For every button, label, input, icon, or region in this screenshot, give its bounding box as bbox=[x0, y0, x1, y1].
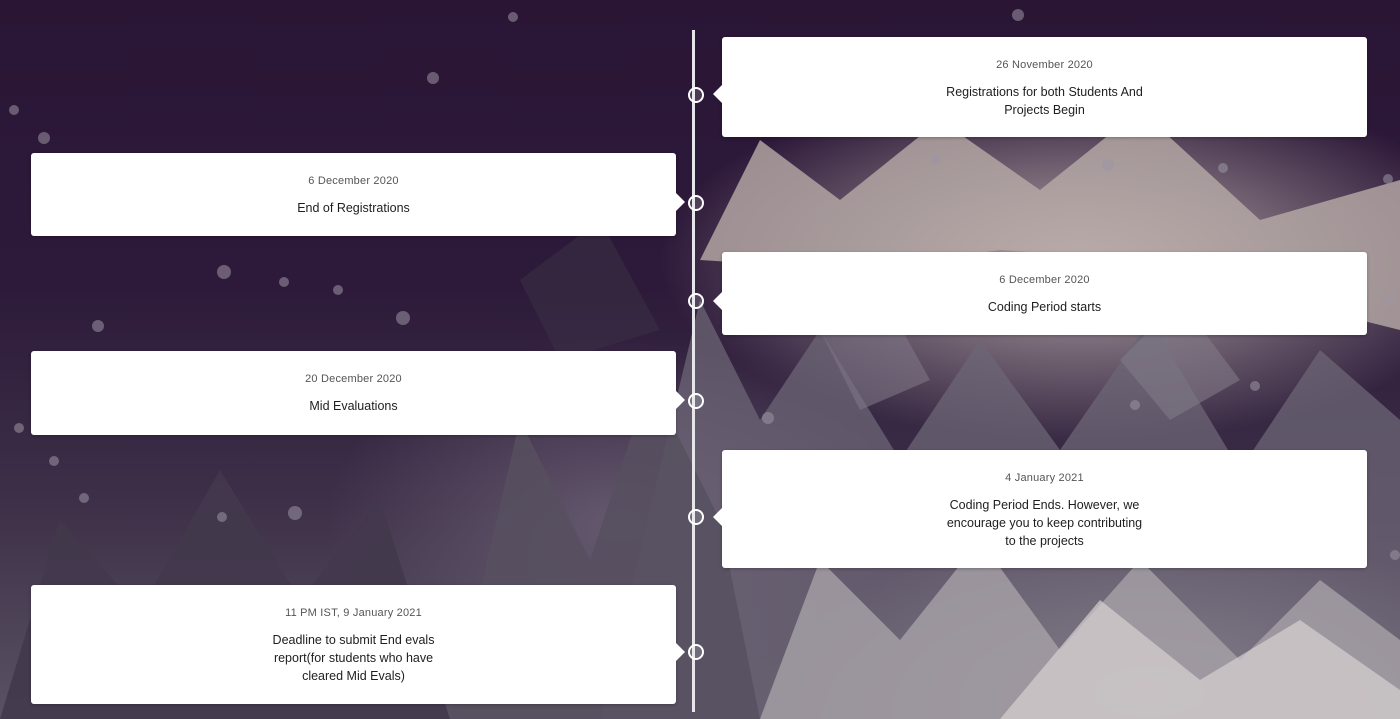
event-date: 11 PM IST, 9 January 2021 bbox=[285, 607, 422, 619]
timeline-event-card: 26 November 2020 Registrations for both … bbox=[713, 37, 1367, 137]
event-description: Mid Evaluations bbox=[309, 399, 398, 413]
timeline-node bbox=[688, 293, 704, 309]
timeline-event-card: 6 December 2020 End of Registrations bbox=[31, 153, 685, 236]
event-description: Coding Period starts bbox=[987, 300, 1102, 314]
event-description: Registrations for both Students And Proj… bbox=[946, 85, 1143, 117]
timeline-event-card: 6 December 2020 Coding Period starts bbox=[713, 252, 1367, 335]
event-date: 4 January 2021 bbox=[1005, 472, 1084, 484]
timeline-node bbox=[688, 644, 704, 660]
event-description: End of Registrations bbox=[297, 201, 410, 215]
timeline-line bbox=[692, 30, 695, 712]
timeline-event-card: 20 December 2020 Mid Evaluations bbox=[31, 351, 685, 435]
timeline-node bbox=[688, 87, 704, 103]
event-date: 20 December 2020 bbox=[305, 373, 402, 385]
timeline-node bbox=[688, 509, 704, 525]
event-date: 6 December 2020 bbox=[999, 274, 1090, 286]
timeline-event-card: 11 PM IST, 9 January 2021 Deadline to su… bbox=[31, 585, 685, 704]
timeline-node bbox=[688, 393, 704, 409]
event-description: Deadline to submit End evals report(for … bbox=[272, 633, 435, 683]
timeline-node bbox=[688, 195, 704, 211]
event-description: Coding Period Ends. However, we encourag… bbox=[946, 498, 1143, 548]
timeline-event-card: 4 January 2021 Coding Period Ends. Howev… bbox=[713, 450, 1367, 568]
event-date: 6 December 2020 bbox=[308, 175, 399, 187]
event-date: 26 November 2020 bbox=[996, 59, 1093, 71]
